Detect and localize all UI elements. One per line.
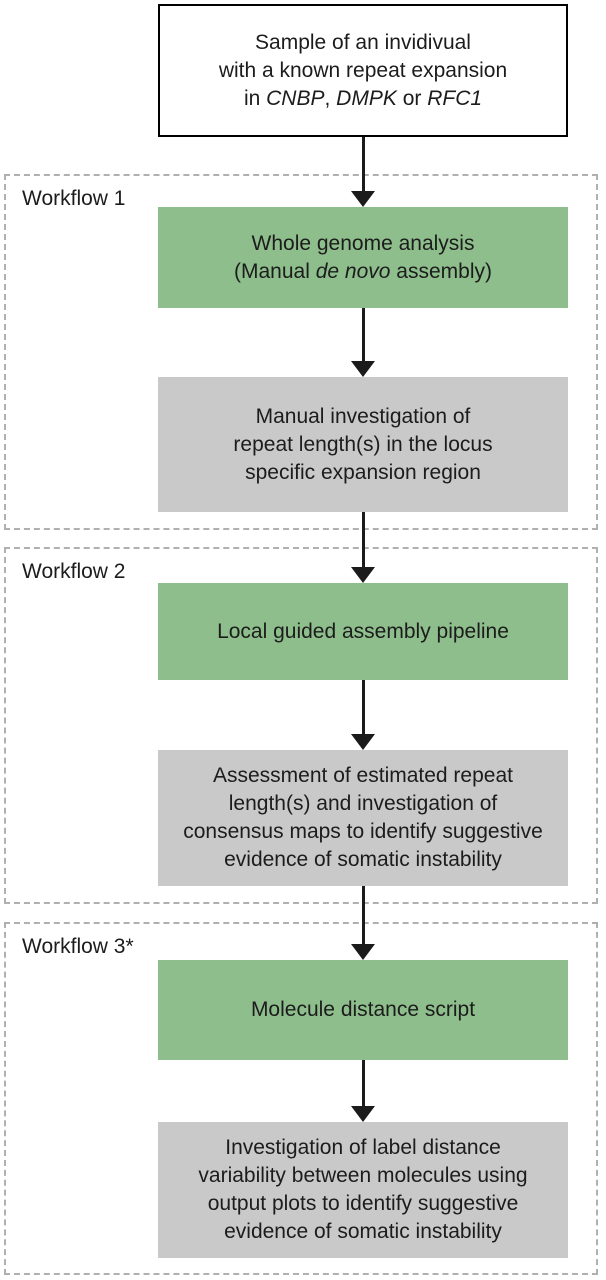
text-segment: or xyxy=(396,86,428,110)
sample-box-line-2: with a known repeat expansion xyxy=(219,57,507,85)
text-segment: Whole genome analysis xyxy=(251,231,475,255)
workflow-3-section: Workflow 3* xyxy=(4,922,598,1275)
down-arrow-icon xyxy=(351,308,375,377)
down-arrow-icon xyxy=(351,1060,375,1122)
arrow-head xyxy=(351,191,375,207)
arrow-head xyxy=(351,567,375,583)
down-arrow-icon xyxy=(351,886,375,960)
workflow-1-label: Workflow 1 xyxy=(22,187,126,210)
arrow-head xyxy=(351,361,375,377)
text-segment: , xyxy=(324,86,337,110)
process-line: Local guided assembly pipeline xyxy=(217,619,509,643)
process-line: (Manual de novo assembly) xyxy=(234,258,492,286)
result-line: consensus maps to identify suggestive xyxy=(183,820,543,843)
result-line: specific expansion region xyxy=(245,460,481,484)
result-line: Assessment of estimated repeat xyxy=(213,764,513,787)
sample-box-line-1: Sample of an invidivual xyxy=(255,29,471,57)
arrow-shaft xyxy=(361,1060,365,1109)
workflow-2-result-box: Assessment of estimated repeat length(s)… xyxy=(158,750,568,886)
result-line: evidence of somatic instability xyxy=(224,848,502,871)
result-line: length(s) and investigation of xyxy=(228,792,498,815)
workflow-1-section: Workflow 1 xyxy=(4,174,598,530)
text-segment: Sample of an invidivual xyxy=(255,30,471,54)
gene-name-dmpk: DMPK xyxy=(336,86,397,110)
arrow-shaft xyxy=(361,308,365,364)
result-line: Investigation of label distance xyxy=(225,1136,501,1159)
arrow-head xyxy=(351,944,375,960)
arrow-shaft xyxy=(361,512,365,570)
down-arrow-icon xyxy=(351,680,375,750)
result-line: evidence of somatic instability xyxy=(224,1220,502,1243)
gene-name-rfc1: RFC1 xyxy=(427,86,483,110)
text-segment: in xyxy=(243,86,267,110)
sample-box-line-3: in CNBP, DMPK or RFC1 xyxy=(244,85,482,113)
result-line: repeat length(s) in the locus xyxy=(233,432,493,456)
workflow-2-label: Workflow 2 xyxy=(22,560,126,583)
text-segment: assembly) xyxy=(390,259,492,283)
process-line: Whole genome analysis xyxy=(252,230,475,258)
arrow-head xyxy=(351,734,375,750)
workflow-2-section: Workflow 2 xyxy=(4,547,598,904)
de-novo-italic: de novo xyxy=(315,259,391,283)
workflow-3-result-box: Investigation of label distance variabil… xyxy=(158,1122,568,1258)
arrow-shaft xyxy=(361,680,365,737)
process-line: Molecule distance script xyxy=(250,998,476,1021)
arrow-head xyxy=(351,1106,375,1122)
gene-name-cnbp: CNBP xyxy=(266,86,325,110)
result-line: Manual investigation of xyxy=(255,404,471,428)
workflow-3-process-box: Molecule distance script xyxy=(158,960,568,1060)
workflow-1-process-box: Whole genome analysis (Manual de novo as… xyxy=(158,207,568,308)
result-line: output plots to identify suggestive xyxy=(207,1192,519,1215)
arrow-shaft xyxy=(361,886,365,947)
arrow-shaft xyxy=(361,137,365,194)
result-line: variability between molecules using xyxy=(198,1164,528,1187)
text-segment: with a known repeat expansion xyxy=(218,58,508,82)
workflow-3-label: Workflow 3* xyxy=(22,935,134,958)
text-segment: (Manual xyxy=(234,259,316,283)
sample-box: Sample of an invidivual with a known rep… xyxy=(158,4,568,137)
workflow-2-process-box: Local guided assembly pipeline xyxy=(158,583,568,680)
workflow-1-result-box: Manual investigation of repeat length(s)… xyxy=(158,377,568,512)
down-arrow-icon xyxy=(351,137,375,207)
down-arrow-icon xyxy=(351,512,375,583)
